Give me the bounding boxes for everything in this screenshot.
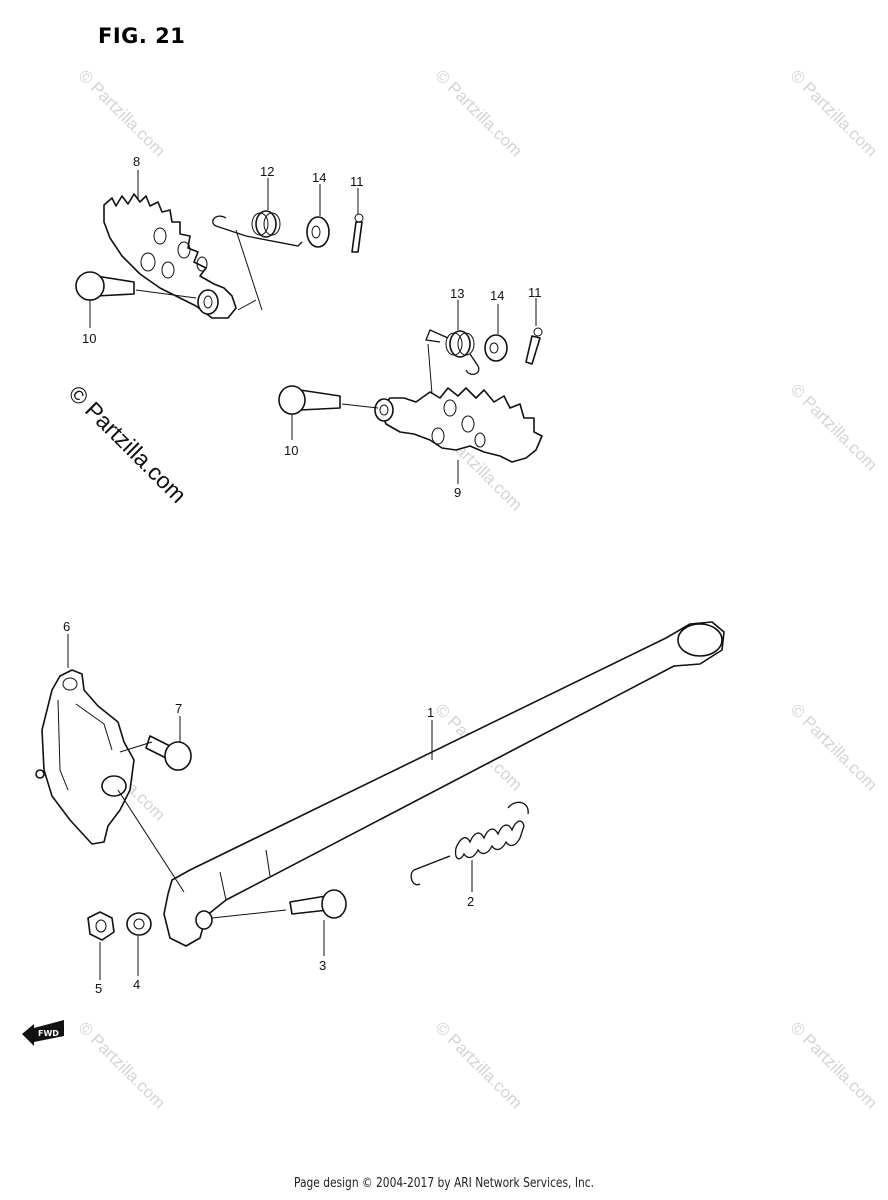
footpeg-8 — [103, 193, 237, 319]
pin-10-lower — [278, 385, 379, 415]
callout-4: 4 — [133, 977, 140, 992]
callout-10: 10 — [284, 443, 298, 458]
callout-7: 7 — [175, 701, 182, 716]
cotter-pin-11-lower — [525, 327, 543, 365]
callout-5: 5 — [95, 981, 102, 996]
spring-12 — [212, 210, 303, 311]
footpeg-9 — [374, 387, 543, 463]
fwd-arrow-icon: FWD — [22, 1020, 64, 1046]
callout-13: 13 — [450, 286, 464, 301]
washer-4 — [126, 912, 152, 936]
cotter-pin-11-upper — [351, 213, 364, 253]
washer-14-lower — [484, 334, 508, 362]
callout-11: 11 — [528, 285, 542, 300]
callout-14: 14 — [490, 288, 504, 303]
fwd-label: FWD — [38, 1029, 59, 1038]
callout-14: 14 — [312, 170, 326, 185]
callout-9: 9 — [454, 485, 461, 500]
bracket-6 — [35, 669, 135, 845]
callout-3: 3 — [319, 958, 326, 973]
callout-11: 11 — [350, 174, 364, 189]
spring-2 — [410, 801, 529, 886]
washer-14-upper — [306, 216, 330, 248]
callout-1: 1 — [427, 705, 434, 720]
callout-6: 6 — [63, 619, 70, 634]
page-footer: Page design © 2004-2017 by ARI Network S… — [294, 1176, 594, 1191]
pin-10-upper — [75, 271, 197, 301]
nut-5 — [87, 911, 115, 941]
callout-12: 12 — [260, 164, 274, 179]
callout-10: 10 — [82, 331, 96, 346]
spring-13 — [425, 329, 480, 395]
side-stand-1 — [163, 621, 725, 947]
figure-title: FIG. 21 — [98, 24, 186, 48]
callout-2: 2 — [467, 894, 474, 909]
bolt-7 — [119, 735, 192, 771]
bolt-3 — [211, 889, 347, 919]
callout-8: 8 — [133, 154, 140, 169]
